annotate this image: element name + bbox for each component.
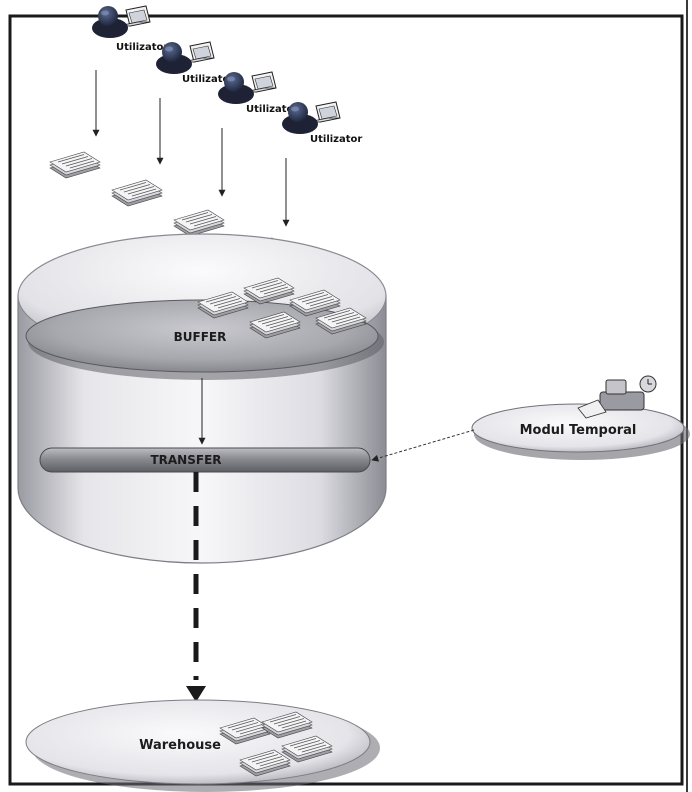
warehouse-label: Warehouse: [139, 738, 221, 753]
warehouse: Warehouse: [25, 699, 380, 792]
arrow-temporal-transfer: [371, 429, 475, 462]
user-laptop-icon: [217, 71, 277, 105]
transfer-bar: [39, 447, 371, 473]
document-stack-icon: [111, 179, 163, 207]
temporal-module-label: Modul Temporal: [520, 423, 637, 438]
user-3-label: Utilizator: [246, 104, 298, 115]
user-1: Utilizator: [91, 5, 168, 53]
temporal-module: Modul Temporal: [471, 375, 690, 460]
storage-cylinder: BUFFER TRANSFER: [17, 233, 387, 564]
user-2-label: Utilizator: [182, 74, 234, 85]
user-laptop-icon: [155, 41, 215, 75]
transfer-label: TRANSFER: [150, 453, 221, 467]
right-edge-line: [686, 0, 688, 792]
document-stack-icon: [49, 151, 101, 179]
user-4: Utilizator: [281, 101, 362, 145]
user-4-label: Utilizator: [310, 134, 362, 145]
buffer-label: BUFFER: [174, 330, 227, 344]
user-2: Utilizator: [155, 41, 234, 85]
arrow-transfer-warehouse-head: [186, 686, 206, 702]
user-laptop-icon: [91, 5, 151, 39]
user-3: Utilizator: [217, 71, 298, 115]
outer-frame: [8, 14, 684, 786]
server-clock-icon: [577, 375, 657, 419]
temporal-module-node: [471, 403, 685, 453]
user-1-label: Utilizator: [116, 42, 168, 53]
document-stack-icon: [173, 209, 225, 237]
user-laptop-icon: [281, 101, 341, 135]
